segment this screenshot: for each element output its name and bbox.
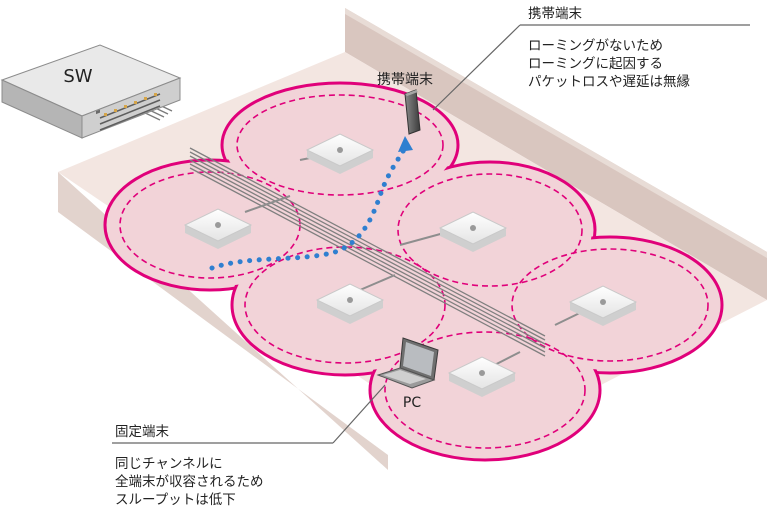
roaming-path bbox=[209, 136, 413, 271]
fixed-callout-line-3: スループットは低下 bbox=[115, 492, 236, 508]
access-point-6 bbox=[447, 356, 517, 397]
fixed-callout-line-1: 同じチャンネルに bbox=[115, 456, 223, 472]
mobile-callout-line-3: パケットロスや遅延は無縁 bbox=[528, 74, 690, 90]
mobile-callout-title: 携帯端末 bbox=[528, 6, 582, 22]
fixed-callout-line-2: 全端末が収容されるため bbox=[115, 473, 264, 490]
access-point-icon bbox=[183, 208, 253, 249]
access-point-2 bbox=[183, 208, 253, 249]
fixed-device-label: PC bbox=[403, 395, 421, 411]
laptop-icon bbox=[376, 337, 439, 389]
access-point-icon bbox=[315, 283, 385, 324]
switch-label: SW bbox=[63, 66, 92, 87]
access-point-1 bbox=[305, 133, 375, 174]
access-point-icon bbox=[447, 356, 517, 397]
fixed-callout: 固定端末 同じチャンネルに 全端末が収容されるため スループットは低下 bbox=[112, 384, 386, 508]
access-point-3 bbox=[438, 211, 508, 252]
access-point-4 bbox=[315, 283, 385, 324]
mobile-callout-line-2: ローミングに起因する bbox=[528, 56, 663, 72]
fixed-callout-title: 固定端末 bbox=[115, 424, 169, 440]
mobile-callout-line-1: ローミングがないため bbox=[528, 38, 663, 54]
access-point-icon bbox=[568, 285, 638, 326]
access-point-icon bbox=[305, 133, 375, 174]
back-wall bbox=[345, 8, 767, 300]
access-point-icon bbox=[438, 211, 508, 252]
mobile-callout: 携帯端末 ローミングがないため ローミングに起因する パケットロスや遅延は無縁 bbox=[432, 6, 750, 111]
wall-top-edge bbox=[345, 8, 767, 258]
mobile-device-label: 携帯端末 bbox=[377, 72, 433, 88]
smartphone-icon bbox=[404, 89, 421, 135]
arrow-head-icon bbox=[398, 136, 413, 152]
network-switch-icon bbox=[0, 44, 182, 139]
access-point-5 bbox=[568, 285, 638, 326]
